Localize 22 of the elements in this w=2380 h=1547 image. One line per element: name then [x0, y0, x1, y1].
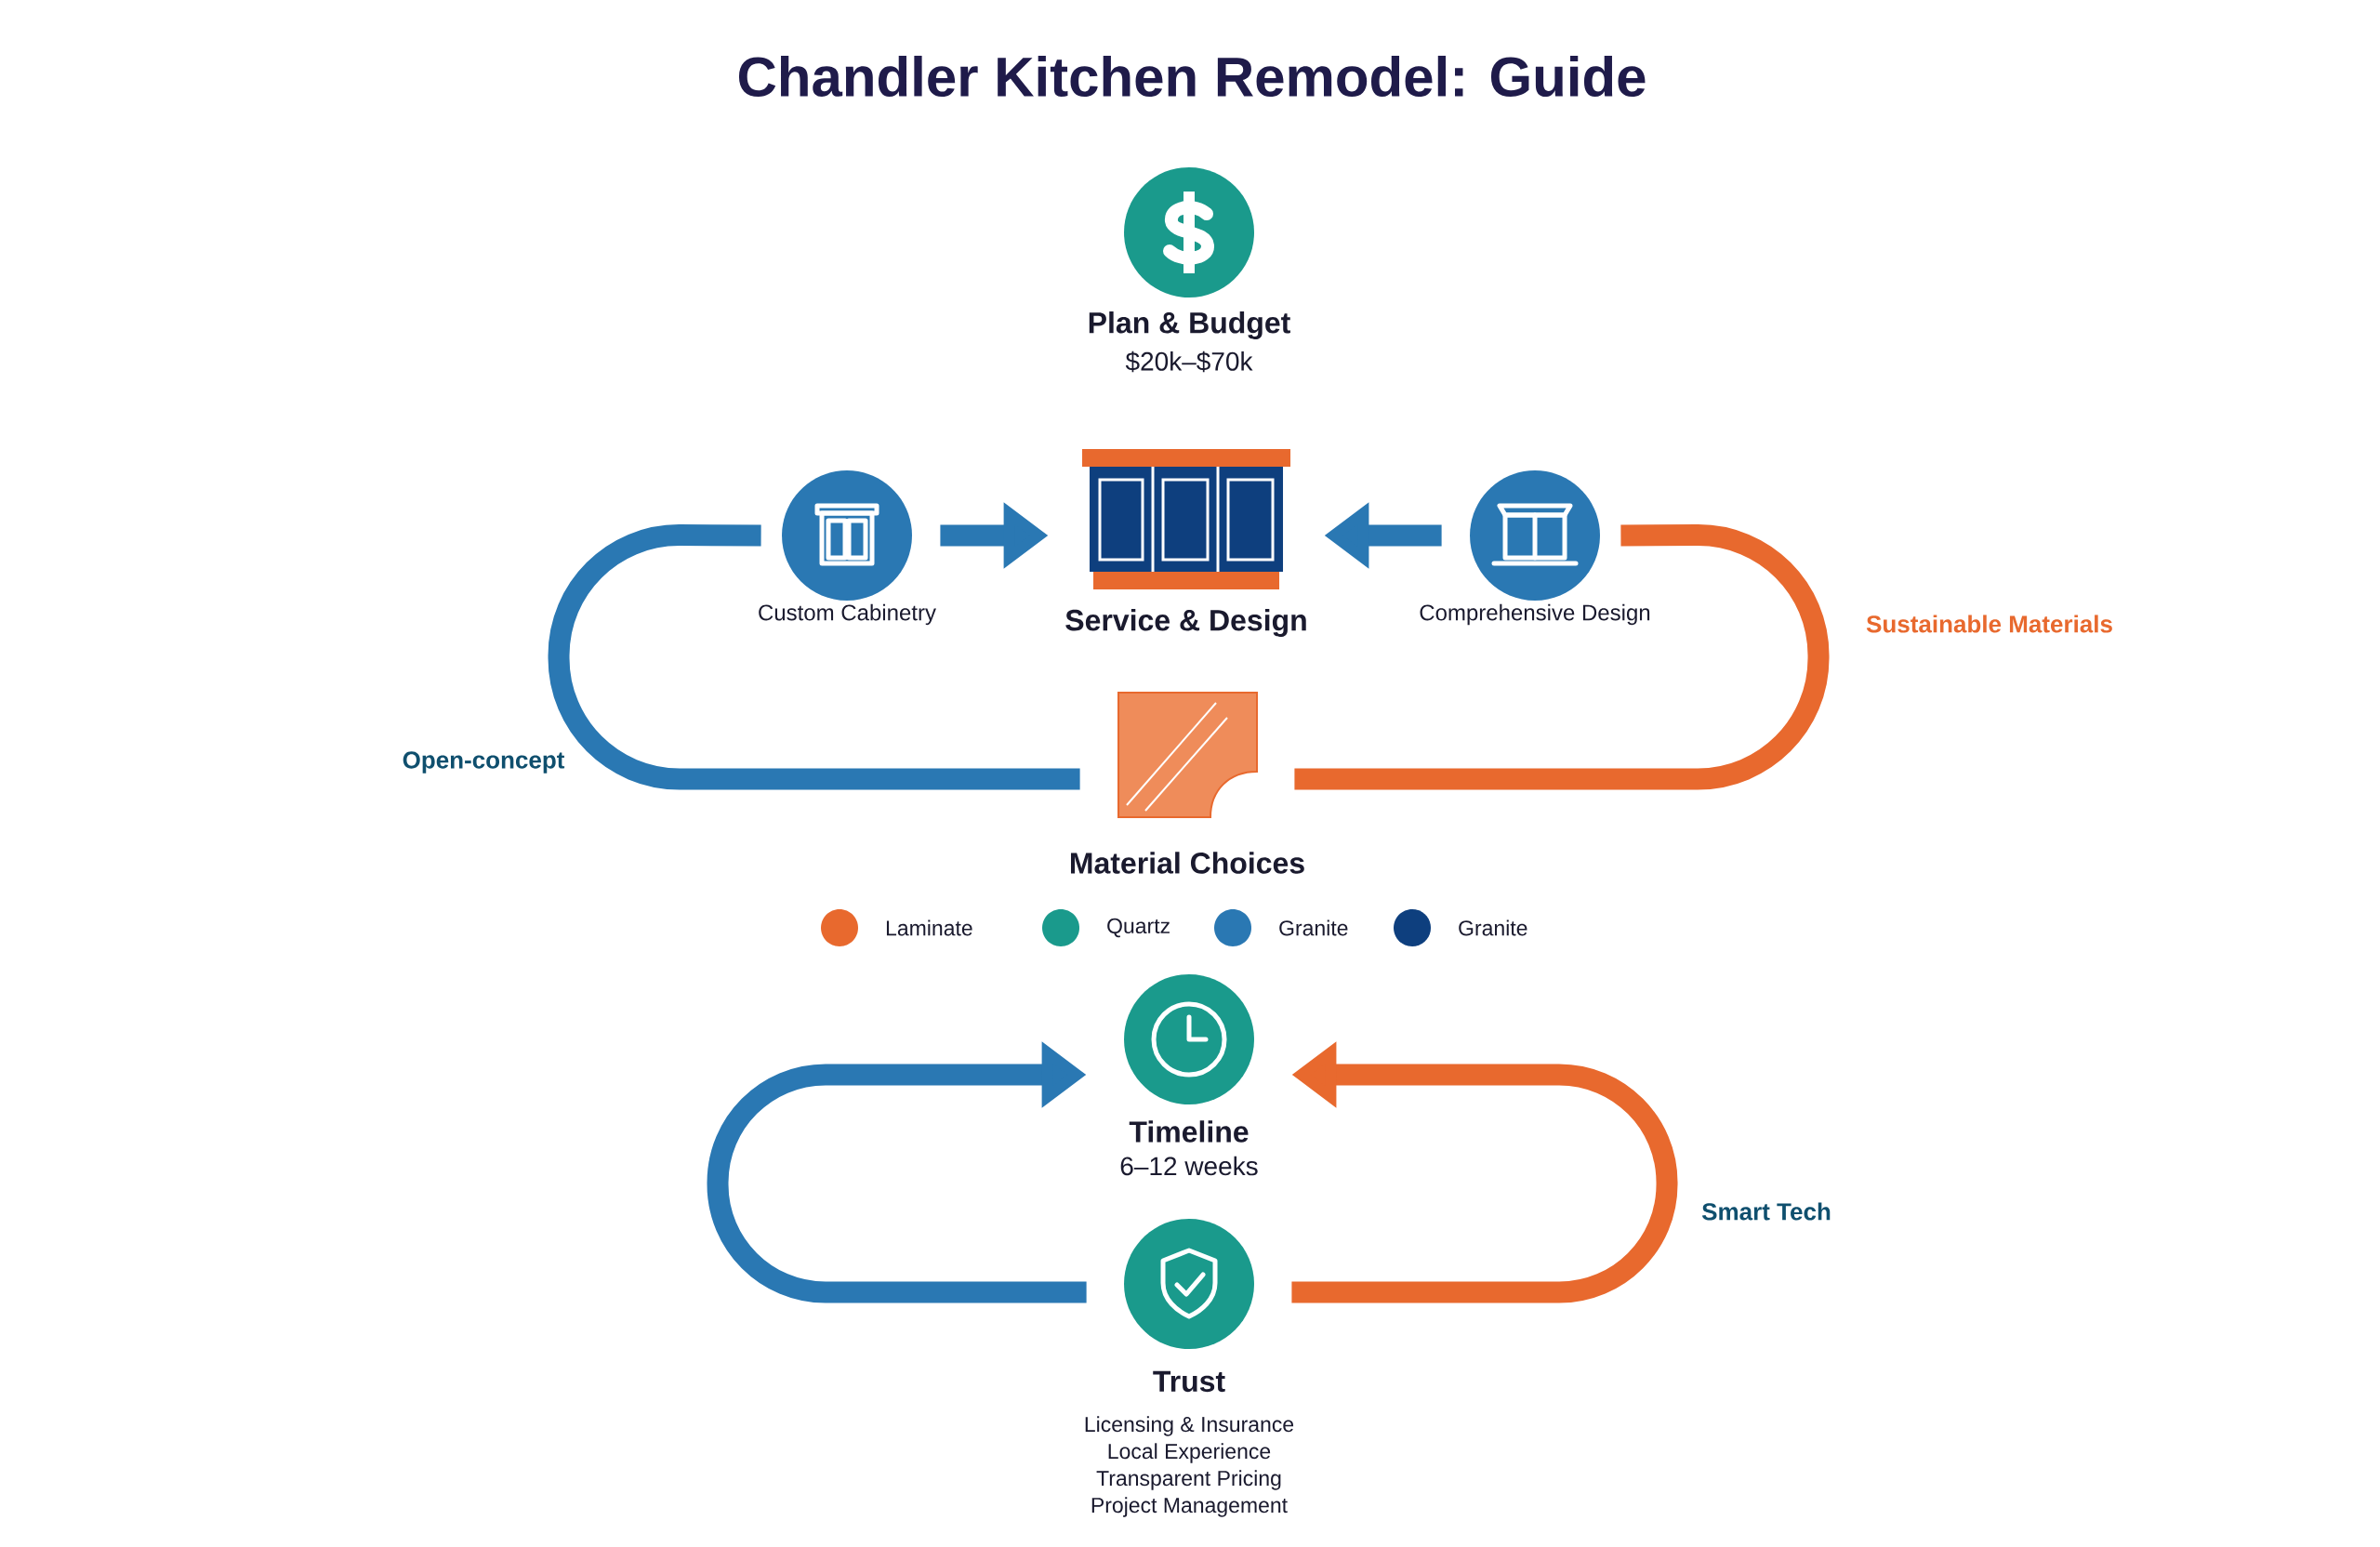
step-title: Service & Design [1065, 609, 1306, 637]
list-item: Project Management [1091, 1497, 1288, 1517]
step-detail: 6–12 weeks [1120, 1156, 1258, 1176]
legend-label: Granite [1279, 919, 1348, 936]
list-item: Licensing & Insurance [1085, 1416, 1294, 1436]
legend-label: Quartz [1107, 918, 1170, 938]
list-item: Local Experience [1108, 1443, 1271, 1463]
legend-label: Laminate [886, 919, 972, 936]
edge-label: Sustainable Materials [1866, 615, 2112, 633]
step-title: Trust [1153, 1370, 1225, 1393]
step-detail: $20k–$70k [1125, 350, 1253, 373]
edge-label: Open-concept [403, 751, 565, 774]
title: Chandler Kitchen Remodel: Guide [738, 55, 1646, 98]
legend-label: Granite [1459, 919, 1527, 936]
arrow [707, 1041, 1087, 1303]
icon-label: Custom Cabinetry [759, 603, 936, 626]
list-item: Transparent Pricing [1096, 1470, 1281, 1490]
step-title: Timeline [1129, 1120, 1249, 1143]
step-title: Plan & Budget [1089, 311, 1290, 339]
step-title: Material Choices [1071, 852, 1304, 874]
edge-label: Smart Tech [1701, 1202, 1831, 1221]
icon-label: Comprehensive Design [1420, 603, 1650, 626]
